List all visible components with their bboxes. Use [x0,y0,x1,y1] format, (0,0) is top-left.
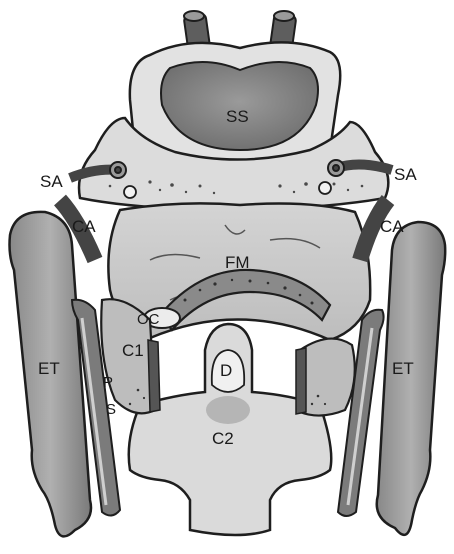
label-ca-right: CA [380,217,404,236]
label-ca-left: CA [72,217,96,236]
foramen-left [124,186,136,198]
label-ss: SS [226,107,249,126]
label-d: D [220,361,232,380]
label-c2: C2 [212,429,234,448]
label-et-right: ET [392,359,414,378]
label-sa-left: SA [40,172,63,191]
label-et-left: ET [38,359,60,378]
label-c1: C1 [122,341,144,360]
label-oc: OC [137,311,160,328]
eustachian-tube-right [377,222,445,535]
label-sa-right: SA [394,165,417,184]
label-p: P [103,374,113,391]
label-fm: FM [225,253,250,272]
foramen-right [319,182,331,194]
label-s: S [106,401,116,418]
c1-right [300,339,355,416]
c2-body-shade [206,396,250,424]
c1-right-facet [296,348,306,414]
c1-left-facet [148,340,160,412]
